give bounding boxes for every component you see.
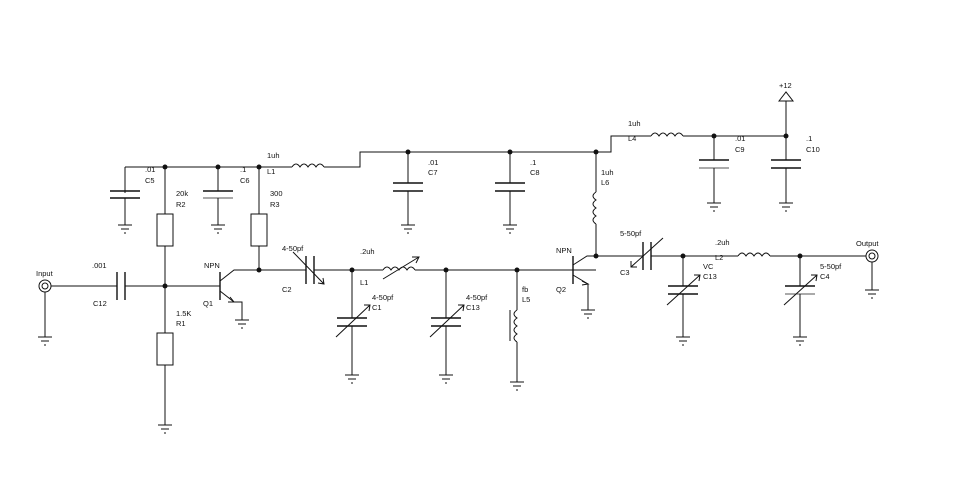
capacitor-c8: .1 C8 xyxy=(495,149,540,234)
c8-ref: C8 xyxy=(530,168,540,177)
ground-icon xyxy=(38,336,52,346)
c3-ref: C3 xyxy=(620,268,630,277)
variable-capacitor-c13: 4-50pf C13 xyxy=(429,267,488,384)
ground-icon xyxy=(676,336,690,346)
resistor-r2: 20k R2 xyxy=(156,167,188,285)
l5-value: fb xyxy=(522,285,528,294)
transistor-q1: NPN Q1 xyxy=(203,261,296,329)
supply-label: +12 xyxy=(779,81,792,90)
r3-value: 300 xyxy=(270,189,283,198)
capacitor-c9: .01 C9 xyxy=(699,133,745,212)
l6-value: 1uh xyxy=(601,168,614,177)
ground-icon xyxy=(793,336,807,346)
inductor-l2: .2uh L2 xyxy=(715,238,866,262)
c1-ref: C1 xyxy=(372,303,382,312)
c7-value: .01 xyxy=(428,158,438,167)
ground-icon xyxy=(503,224,517,234)
c3-value: 5-50pf xyxy=(620,229,642,238)
c4-value: 5-50pf xyxy=(820,262,842,271)
c13-value: 4-50pf xyxy=(466,293,488,302)
ground-icon xyxy=(118,224,132,234)
r2-ref: R2 xyxy=(176,200,186,209)
l1-ref: L1 xyxy=(360,278,368,287)
inductor-l1-choke: 1uh L1 xyxy=(267,151,596,176)
capacitor-c6: .1 C6 xyxy=(203,165,250,234)
r2-value: 20k xyxy=(176,189,188,198)
inductor-l5-ferrite: fb L5 xyxy=(509,267,530,391)
c10-value: .1 xyxy=(806,134,812,143)
variable-capacitor-c1: 4-50pf C1 xyxy=(335,270,394,384)
c9-ref: C9 xyxy=(735,145,745,154)
ground-icon xyxy=(779,202,793,212)
c10-ref: C10 xyxy=(806,145,820,154)
q1-ref: Q1 xyxy=(203,299,213,308)
transistor-q2: NPN Q2 xyxy=(517,246,596,319)
r1-value: 1.5K xyxy=(176,309,191,318)
l2-value: .2uh xyxy=(715,238,730,247)
c5-value: .01 xyxy=(145,165,155,174)
r1-ref: R1 xyxy=(176,319,186,328)
supply-terminal: +12 xyxy=(777,81,795,102)
q1-type: NPN xyxy=(204,261,220,270)
capacitor-c12: .001 C12 xyxy=(51,261,220,308)
ground-icon xyxy=(439,374,453,384)
output-connector-icon xyxy=(865,249,879,263)
input-port: Input xyxy=(36,269,54,346)
c12-value: .001 xyxy=(92,261,107,270)
ground-icon xyxy=(401,224,415,234)
supply-arrow-icon xyxy=(777,91,795,102)
c2-value: 4-50pf xyxy=(282,244,304,253)
l4-ref: L4 xyxy=(628,134,636,143)
inductor-l4: 1uh L4 xyxy=(593,119,786,155)
variable-capacitor-c4: 5-50pf C4 xyxy=(783,253,842,346)
capacitor-c10: .1 C10 xyxy=(771,101,820,212)
ground-icon xyxy=(510,381,524,391)
l4-value: 1uh xyxy=(628,119,641,128)
c6-ref: C6 xyxy=(240,176,250,185)
variable-capacitor-c2: 4-50pf C2 xyxy=(282,244,352,294)
capacitor-c5: .01 C5 xyxy=(110,165,155,234)
variable-capacitor-c3: 5-50pf C3 xyxy=(596,229,738,277)
ground-icon xyxy=(581,309,595,319)
ground-icon xyxy=(158,424,172,434)
q2-ref: Q2 xyxy=(556,285,566,294)
l5-ref: L5 xyxy=(522,295,530,304)
c4-ref: C4 xyxy=(820,272,830,281)
q2-type: NPN xyxy=(556,246,572,255)
r3-ref: R3 xyxy=(270,200,280,209)
l2-ref: L2 xyxy=(715,253,723,262)
ground-icon xyxy=(865,289,879,299)
c12-ref: C12 xyxy=(93,299,107,308)
c9-value: .01 xyxy=(735,134,745,143)
inductor-l6: 1uh L6 xyxy=(592,152,614,259)
output-label: Output xyxy=(856,239,879,248)
ground-icon xyxy=(211,224,225,234)
l6-ref: L6 xyxy=(601,178,609,187)
c6-value: .1 xyxy=(240,165,246,174)
resistor-r3: 300 R3 xyxy=(250,167,283,273)
c2-ref: C2 xyxy=(282,285,292,294)
output-port: Output xyxy=(856,239,879,299)
c13-vc-value: VC xyxy=(703,262,714,271)
c8-value: .1 xyxy=(530,158,536,167)
ground-icon xyxy=(707,202,721,212)
c13-vc-ref: C13 xyxy=(703,272,717,281)
c13-ref: C13 xyxy=(466,303,480,312)
variable-capacitor-vc-c13: VC C13 xyxy=(666,253,717,346)
l1-value: .2uh xyxy=(360,247,375,256)
l1-choke-value: 1uh xyxy=(267,151,280,160)
ground-icon xyxy=(345,374,359,384)
c1-value: 4-50pf xyxy=(372,293,394,302)
input-label: Input xyxy=(36,269,54,278)
resistor-r1: 1.5K R1 xyxy=(156,286,191,434)
c7-ref: C7 xyxy=(428,168,438,177)
l1-choke-ref: L1 xyxy=(267,167,275,176)
input-connector-icon xyxy=(38,279,52,293)
capacitor-c7: .01 C7 xyxy=(393,149,438,234)
ground-icon xyxy=(235,319,249,329)
c5-ref: C5 xyxy=(145,176,155,185)
